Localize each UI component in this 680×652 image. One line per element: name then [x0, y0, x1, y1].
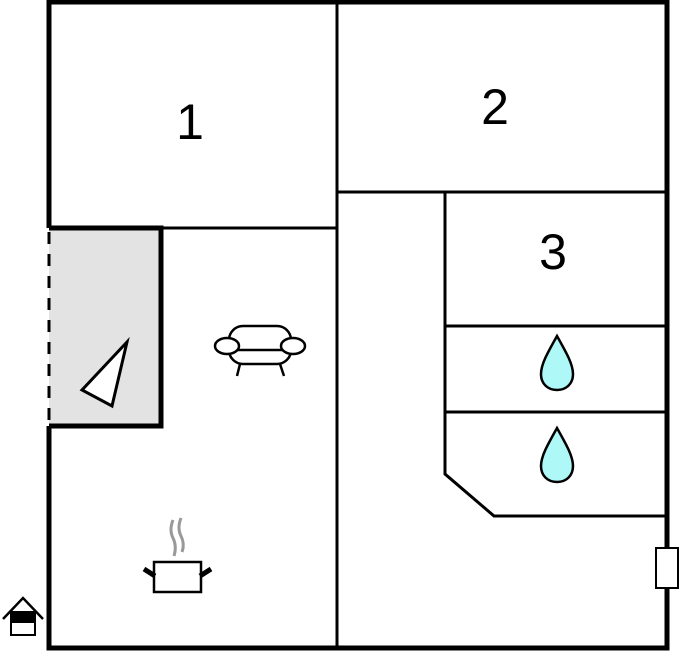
room-label-3: 3	[539, 224, 567, 280]
water-drop-icon	[539, 425, 575, 484]
interior-walls	[161, 2, 667, 648]
cooking-pot-icon	[142, 517, 213, 594]
sofa-icon	[213, 324, 307, 377]
entrance-house-icon	[2, 596, 44, 636]
outer-walls	[46, 0, 670, 651]
water-drop-icon	[539, 333, 575, 392]
room-label-1: 1	[176, 94, 204, 150]
terrace-arrow-icon	[79, 336, 130, 409]
window-icon	[655, 547, 679, 589]
room-label-2: 2	[481, 79, 509, 135]
